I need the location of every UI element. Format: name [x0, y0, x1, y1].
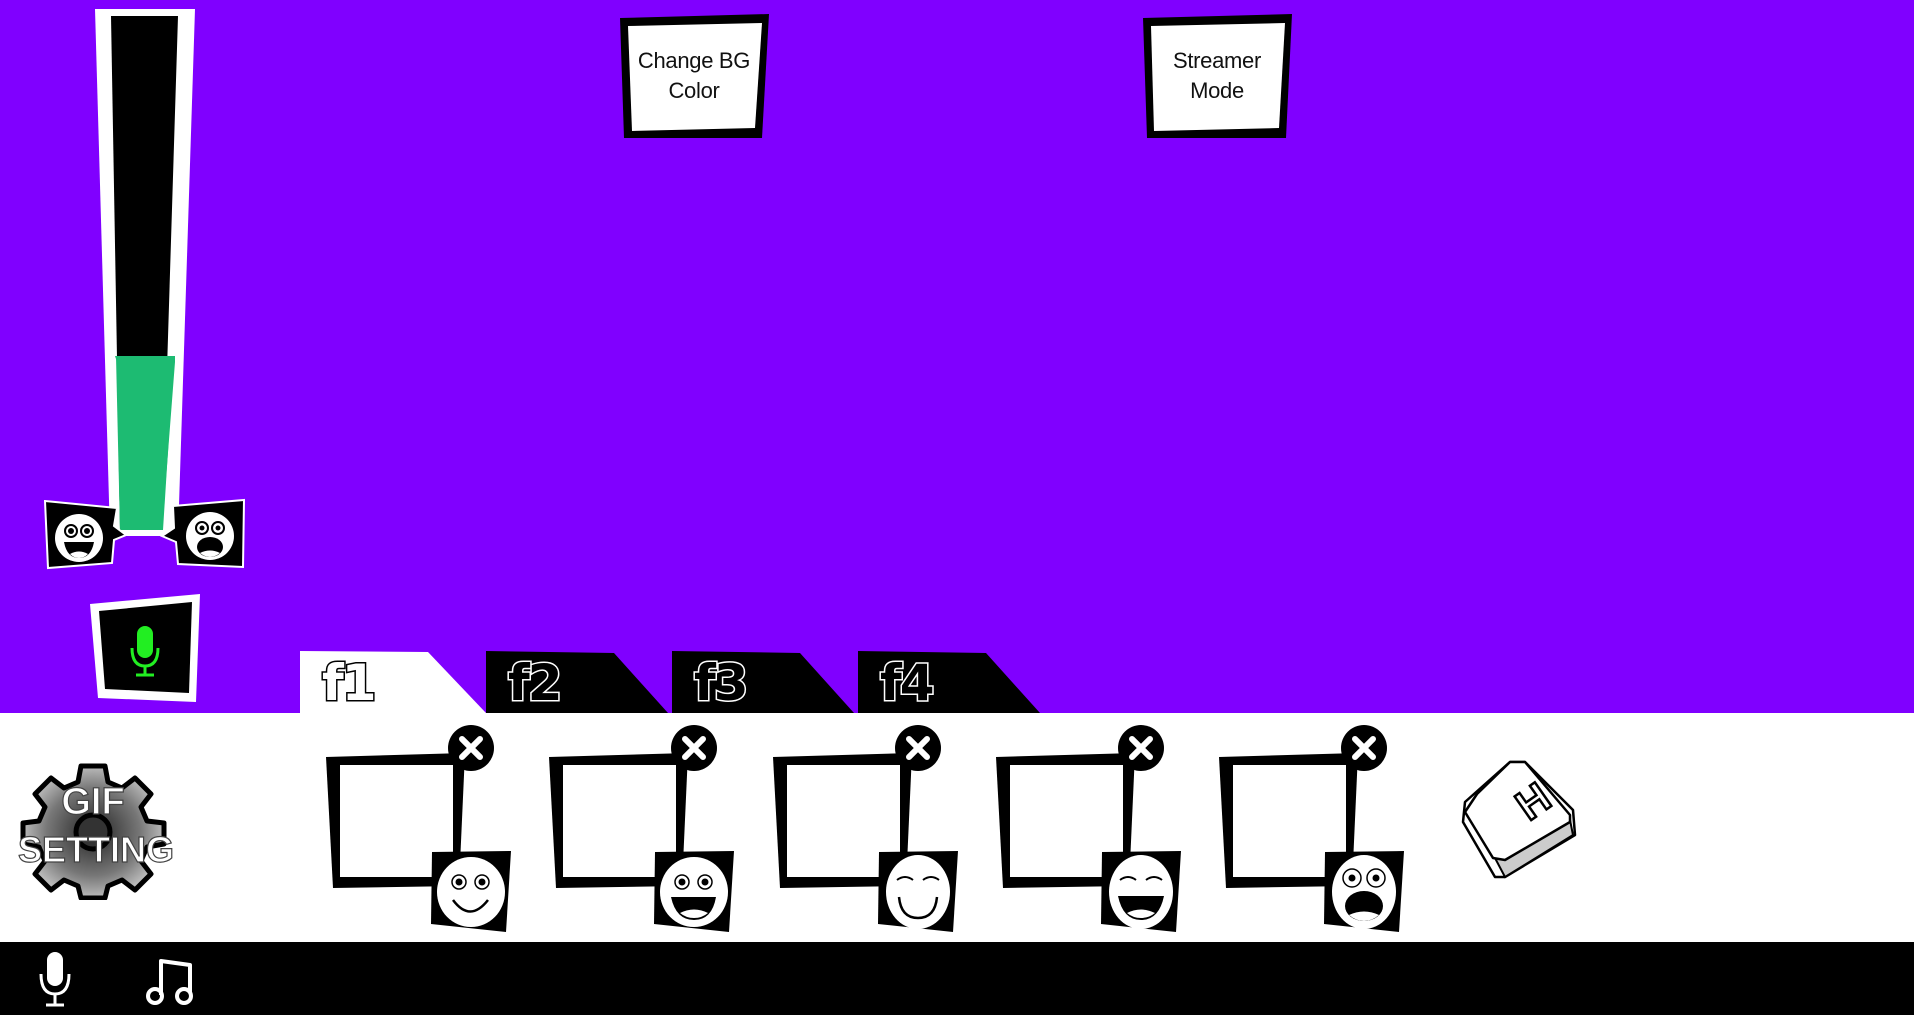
close-icon — [682, 736, 706, 760]
tab-f4[interactable]: f4 — [858, 651, 1044, 713]
keyboard-key-icon: H — [1461, 760, 1577, 879]
tab-f2[interactable]: f2 — [486, 651, 672, 713]
close-icon — [1129, 736, 1153, 760]
bottom-music-button[interactable] — [146, 955, 194, 1007]
avatar-stage — [0, 0, 1914, 713]
expression-slot-2[interactable] — [546, 720, 736, 945]
change-bg-color-button[interactable]: Change BG Color — [619, 14, 769, 138]
hotkey-button[interactable]: H — [1455, 750, 1585, 885]
change-bg-line2: Color — [668, 78, 720, 103]
close-icon — [459, 736, 483, 760]
tab-f1[interactable]: f1 — [300, 651, 486, 713]
mic-toggle-button[interactable] — [88, 592, 202, 706]
tab-f3-label: f3 — [693, 654, 751, 713]
gif-setting-line1: GIF — [61, 781, 126, 823]
change-bg-line1: Change BG — [637, 48, 751, 73]
low-threshold-face[interactable] — [43, 499, 128, 570]
microphone-icon — [39, 952, 71, 1007]
music-note-icon — [146, 959, 193, 1005]
remove-slot-5-button[interactable] — [1341, 725, 1387, 771]
tab-f1-label: f1 — [321, 654, 379, 713]
expression-slot-4[interactable] — [993, 720, 1183, 945]
close-icon — [1352, 736, 1376, 760]
high-threshold-face[interactable] — [159, 498, 246, 570]
bottom-mic-button[interactable] — [38, 950, 72, 1008]
expression-tray — [0, 713, 1914, 942]
remove-slot-1-button[interactable] — [448, 725, 494, 771]
happy-face-icon — [43, 499, 128, 570]
tab-f3[interactable]: f3 — [672, 651, 858, 713]
streamer-mode-line2: Mode — [1190, 78, 1244, 103]
gear-icon — [20, 763, 167, 901]
tab-f2-label: f2 — [507, 654, 565, 713]
bottom-bar — [0, 942, 1914, 1015]
shocked-face-icon — [159, 498, 246, 569]
expression-slot-3[interactable] — [770, 720, 960, 945]
volume-meter — [90, 6, 200, 538]
remove-slot-2-button[interactable] — [671, 725, 717, 771]
gif-setting-button[interactable]: GIF SETTING — [17, 760, 175, 901]
microphone-icon — [130, 626, 160, 677]
expression-slot-5[interactable] — [1216, 720, 1406, 945]
streamer-mode-line1: Streamer — [1172, 48, 1262, 73]
remove-slot-3-button[interactable] — [895, 725, 941, 771]
gif-setting-line2: SETTING — [17, 829, 175, 870]
expression-slot-1[interactable] — [323, 720, 513, 945]
remove-slot-4-button[interactable] — [1118, 725, 1164, 771]
close-icon — [906, 736, 930, 760]
tab-f4-label: f4 — [879, 654, 937, 713]
